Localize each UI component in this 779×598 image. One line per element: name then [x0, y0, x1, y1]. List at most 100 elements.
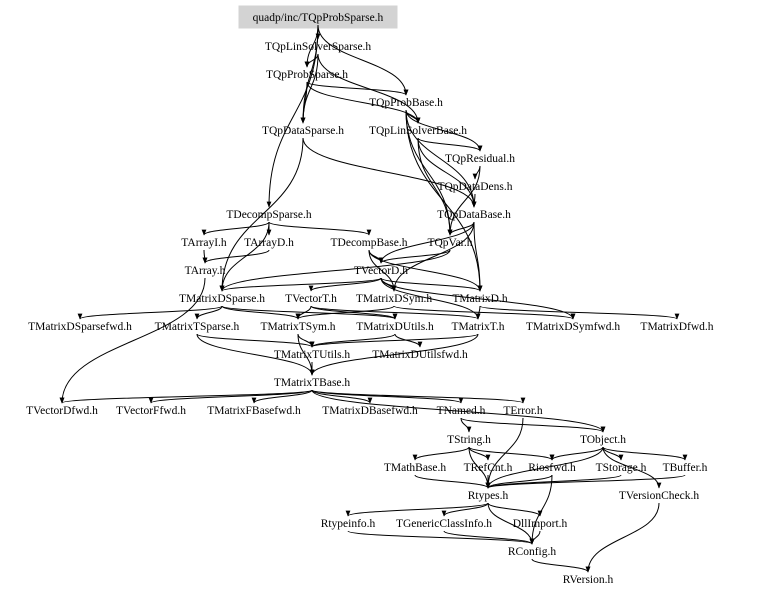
- node-vdf[interactable]: TVectorDfwd.h: [26, 405, 98, 417]
- edges-layer: [59, 24, 688, 573]
- node-rt[interactable]: Rtypes.h: [468, 490, 509, 502]
- edge-str-mb: [412, 446, 470, 461]
- node-mtb[interactable]: TMatrixTBase.h: [274, 377, 351, 389]
- node-gci[interactable]: TGenericClassInfo.h: [396, 518, 492, 530]
- edge-arr-vdf: [59, 277, 206, 404]
- node-mtu[interactable]: TMatrixTUtils.h: [274, 349, 351, 361]
- edge-mdsp-mtsp: [194, 305, 223, 320]
- edge-named-str: [460, 417, 472, 433]
- node-ds[interactable]: TQpDataSparse.h: [262, 125, 344, 137]
- edge-md-mdf: [479, 305, 680, 320]
- edge-mdsym-mdsymf: [393, 305, 576, 320]
- edge-db-md: [473, 221, 483, 292]
- edge-mtb-err: [311, 389, 526, 404]
- node-vt[interactable]: TVectorT.h: [285, 293, 337, 305]
- edge-obj-rt: [485, 446, 604, 489]
- edge-tps-pb: [306, 81, 409, 96]
- node-vd[interactable]: TVectorD.h: [354, 265, 408, 277]
- node-rti[interactable]: Rtypeinfo.h: [321, 518, 376, 530]
- node-dll[interactable]: DllImport.h: [513, 518, 568, 530]
- node-dsp[interactable]: TDecompSparse.h: [226, 209, 312, 221]
- edge-tps-ds: [300, 81, 308, 124]
- node-dd[interactable]: TQpDataDens.h: [437, 181, 512, 193]
- edge-mtsp-mtb: [196, 333, 315, 376]
- node-mt[interactable]: TMatrixT.h: [451, 321, 504, 333]
- edge-vd-mdsp: [219, 277, 382, 292]
- edge-str-rc: [468, 446, 491, 461]
- node-mdu[interactable]: TMatrixDUtils.h: [356, 321, 434, 333]
- node-mduf[interactable]: TMatrixDUtilsfwd.h: [372, 349, 468, 361]
- edge-buf-rt: [485, 474, 686, 489]
- node-ai[interactable]: TArrayI.h: [181, 237, 227, 249]
- edge-ds-mdsp: [219, 137, 304, 292]
- edge-pb-res: [405, 109, 483, 152]
- node-db[interactable]: TQpDataBase.h: [437, 209, 511, 221]
- edge-rcfg-rver: [531, 558, 591, 573]
- edge-pb-md: [405, 109, 483, 292]
- node-pb[interactable]: TQpProbBase.h: [369, 97, 443, 109]
- edge-rt-dll: [487, 502, 543, 517]
- node-mtsp[interactable]: TMatrixTSparse.h: [155, 321, 240, 333]
- node-str[interactable]: TString.h: [447, 434, 491, 446]
- node-res[interactable]: TQpResidual.h: [445, 153, 515, 165]
- edge-lsb-db: [417, 137, 477, 208]
- edge-rt-rti: [345, 502, 489, 517]
- edge-mdsp-mdspf: [77, 305, 223, 320]
- edge-dd-db: [471, 193, 477, 208]
- node-rc[interactable]: TRefCnt.h: [464, 462, 513, 474]
- edge-mtb-mdbf: [311, 389, 373, 404]
- edge-lsb-res: [417, 137, 483, 152]
- node-mb[interactable]: TMathBase.h: [384, 462, 447, 474]
- edge-mtb-obj: [311, 389, 606, 433]
- node-lsb[interactable]: TQpLinSolverBase.h: [369, 125, 467, 137]
- edge-mdsym-mtsym: [295, 305, 395, 320]
- node-buf[interactable]: TBuffer.h: [663, 462, 708, 474]
- node-arr[interactable]: TArray.h: [185, 265, 226, 277]
- node-rcfg[interactable]: RConfig.h: [508, 546, 556, 558]
- edge-vd-mt: [380, 277, 481, 320]
- edge-vt-mt: [310, 305, 481, 320]
- edge-mtb-named: [311, 389, 464, 404]
- node-root[interactable]: quadp/inc/TQpProbSparse.h: [253, 12, 384, 24]
- node-ad[interactable]: TArrayD.h: [244, 237, 294, 249]
- edge-dbase-vd: [368, 249, 384, 264]
- node-mdsymf[interactable]: TMatrixDSymfwd.h: [526, 321, 620, 333]
- edge-dsp-mdsp: [219, 221, 270, 292]
- edge-mb-rt: [414, 474, 491, 489]
- node-named[interactable]: TNamed.h: [437, 405, 486, 417]
- node-tps[interactable]: TQpProbSparse.h: [266, 69, 348, 81]
- node-mfbf[interactable]: TMatrixFBasefwd.h: [207, 405, 301, 417]
- edge-tps-lsb: [306, 81, 421, 124]
- node-lss[interactable]: TQpLinSolverSparse.h: [265, 41, 372, 53]
- edge-mdsp-mdu: [221, 305, 398, 320]
- node-mtsym[interactable]: TMatrixTSym.h: [260, 321, 335, 333]
- node-dbase[interactable]: TDecompBase.h: [331, 237, 408, 249]
- edge-mtb-vdf: [59, 389, 313, 404]
- node-mdspf[interactable]: TMatrixDSparsefwd.h: [28, 321, 132, 333]
- edge-mtb-vff: [148, 389, 313, 404]
- edge-db-mdsym: [391, 221, 475, 292]
- edge-mtsp-mtu: [196, 333, 315, 348]
- node-vff[interactable]: TVectorFfwd.h: [116, 405, 186, 417]
- edge-rt-rcfg: [487, 502, 535, 545]
- edge-rti-rcfg: [347, 530, 535, 545]
- node-var[interactable]: TQpVar.h: [427, 237, 472, 249]
- node-rver[interactable]: RVersion.h: [563, 574, 614, 586]
- edge-mdsp-mtsym: [221, 305, 301, 320]
- edge-named-obj: [460, 417, 606, 433]
- node-mdsp[interactable]: TMatrixDSparse.h: [179, 293, 265, 305]
- node-stor[interactable]: TStorage.h: [596, 462, 647, 474]
- node-mdsym[interactable]: TMatrixDSym.h: [356, 293, 433, 305]
- node-rios[interactable]: Riosfwd.h: [528, 462, 576, 474]
- edge-mt-mtb: [309, 333, 479, 376]
- node-md[interactable]: TMatrixD.h: [452, 293, 508, 305]
- node-obj[interactable]: TObject.h: [580, 434, 626, 446]
- node-err[interactable]: TError.h: [503, 405, 543, 417]
- nodes-layer: quadp/inc/TQpProbSparse.hTQpLinSolverSpa…: [26, 12, 714, 586]
- node-mdbf[interactable]: TMatrixDBasefwd.h: [322, 405, 418, 417]
- edge-gci-rcfg: [443, 530, 535, 545]
- node-vc[interactable]: TVersionCheck.h: [619, 490, 699, 502]
- node-mdf[interactable]: TMatrixDfwd.h: [640, 321, 713, 333]
- edge-db-var: [447, 221, 475, 236]
